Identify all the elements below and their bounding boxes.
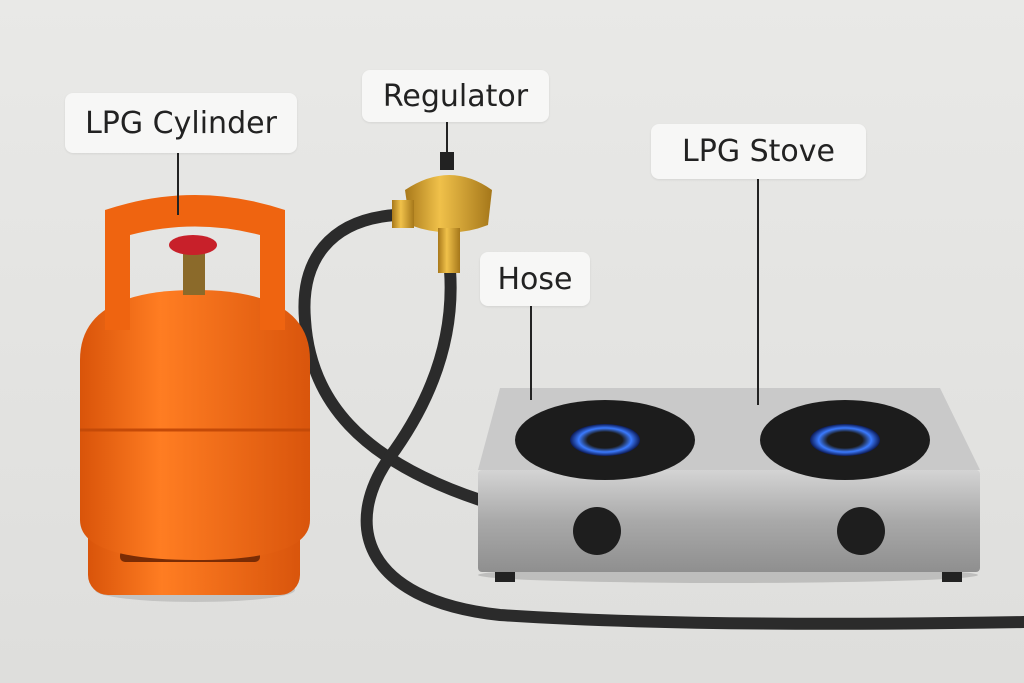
label-lpg-cylinder: LPG Cylinder xyxy=(65,93,297,153)
lpg-stove xyxy=(478,388,980,583)
label-lpg-stove: LPG Stove xyxy=(651,124,866,179)
label-regulator: Regulator xyxy=(362,70,549,122)
lpg-cylinder xyxy=(80,195,310,602)
label-hose: Hose xyxy=(480,252,590,306)
regulator xyxy=(392,152,492,273)
hose-long xyxy=(360,264,1024,630)
